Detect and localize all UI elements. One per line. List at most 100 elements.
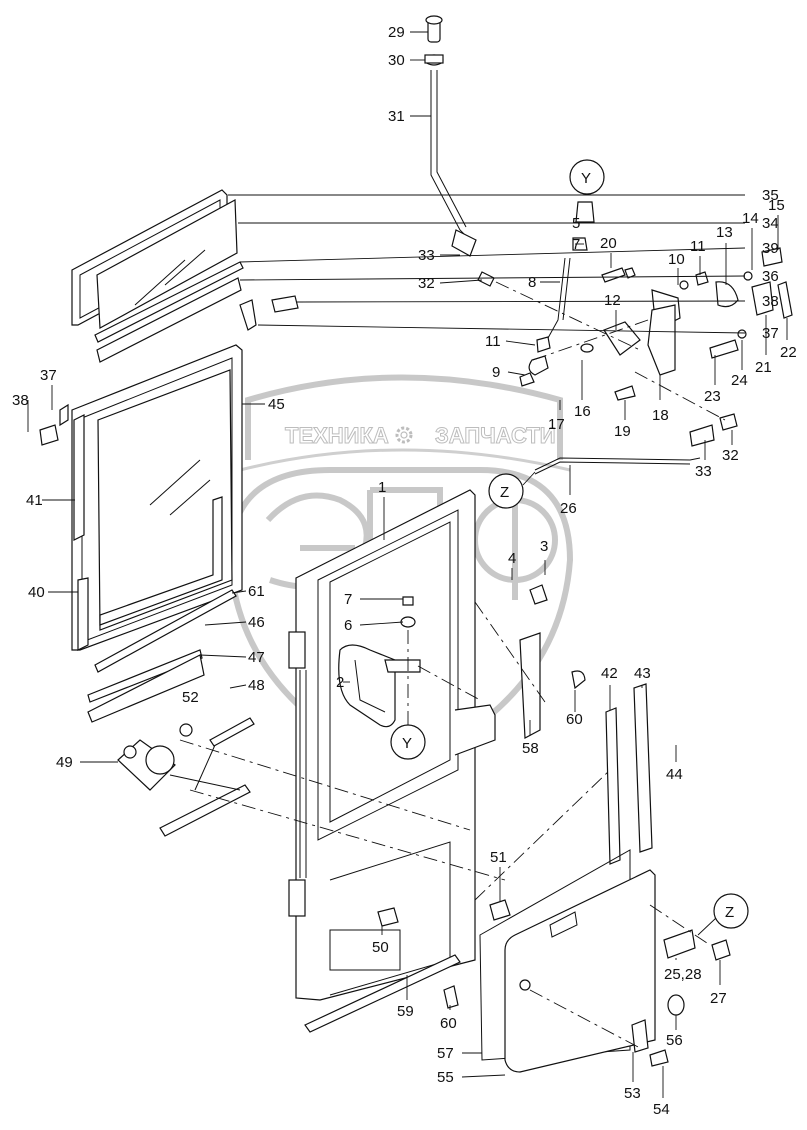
callout-number: 40 <box>28 584 45 601</box>
callout-18: 18 <box>652 375 669 424</box>
callout-31: 31 <box>388 108 431 125</box>
door-frame <box>288 489 496 1033</box>
callout-number: 13 <box>716 224 733 241</box>
callout-number: 36 <box>762 268 779 285</box>
channels <box>519 584 653 865</box>
detail-label-y-top: Y <box>581 170 591 187</box>
callout-11b: 11 <box>485 333 536 350</box>
callout-number: 21 <box>755 359 772 376</box>
callout-number: 2 <box>336 674 344 691</box>
callout-number: 38 <box>12 392 29 409</box>
callout-number: 34 <box>762 215 779 232</box>
callout-61: 61 <box>231 583 265 600</box>
callout-48: 48 <box>229 677 265 694</box>
callout-11a: 11 <box>690 238 706 275</box>
callout-13: 13 <box>716 224 733 285</box>
callout-45: 45 <box>242 396 285 413</box>
callout-number: 60 <box>440 1015 457 1032</box>
callout-number: 10 <box>668 251 685 268</box>
callout-number: 30 <box>388 52 405 69</box>
callout-10: 10 <box>668 251 685 285</box>
callout-33a: 33 <box>418 247 460 264</box>
callout-number: 16 <box>574 403 591 420</box>
callout-number: 43 <box>634 665 651 682</box>
callout-26: 26 <box>560 465 577 517</box>
callout-number: 15 <box>768 197 785 214</box>
callout-25-28: 25,28 <box>664 958 702 983</box>
callout-number: 24 <box>731 372 748 389</box>
callout-number: 39 <box>762 240 779 257</box>
callout-number: 41 <box>26 492 43 509</box>
callout-35: 35 <box>228 187 779 204</box>
callout-number: 48 <box>248 677 265 694</box>
callout-number: 53 <box>624 1085 641 1102</box>
callout-number: 47 <box>248 649 265 666</box>
callout-number: 23 <box>704 388 721 405</box>
callout-leader-line <box>204 621 247 626</box>
callout-55: 55 <box>437 1069 506 1086</box>
callout-number: 7 <box>344 591 352 608</box>
watermark-text-left: ТЕХНИКА <box>285 423 389 448</box>
callout-14: 14 <box>742 210 759 270</box>
callout-60a: 60 <box>566 690 583 728</box>
callout-number: 35 <box>762 187 779 204</box>
callout-57: 57 <box>437 1045 482 1062</box>
callout-number: 22 <box>780 344 797 361</box>
callout-number: 37 <box>40 367 57 384</box>
callout-number: 55 <box>437 1069 454 1086</box>
callout-number: 6 <box>344 617 352 634</box>
callout-number: 11 <box>690 238 706 255</box>
detail-label-z-bottom: Z <box>725 904 734 921</box>
callout-number: 33 <box>418 247 435 264</box>
callout-number: 42 <box>601 665 618 682</box>
callout-number: 14 <box>742 210 759 227</box>
callout-53: 53 <box>624 1052 641 1102</box>
callout-leader-line <box>239 247 746 263</box>
callout-1: 1 <box>378 479 386 540</box>
callout-32a: 32 <box>418 275 483 292</box>
watermark-text-right: ЗАПЧАСТИ <box>435 423 556 448</box>
callout-number: 18 <box>652 407 669 424</box>
callout-number: 11 <box>485 333 501 350</box>
callout-number: 17 <box>548 416 565 433</box>
callout-number: 60 <box>566 711 583 728</box>
callout-number: 56 <box>666 1032 683 1049</box>
callout-12: 12 <box>604 292 621 330</box>
callout-51: 51 <box>490 849 507 902</box>
assembly-lines <box>179 281 726 1049</box>
callout-leader-line <box>257 324 746 334</box>
callout-number: 37 <box>762 325 779 342</box>
callout-30: 30 <box>388 52 425 69</box>
callout-number: 61 <box>248 583 265 600</box>
callout-21: 21 <box>755 315 772 376</box>
callout-52: 52 <box>182 689 199 706</box>
callout-5: 5 <box>572 215 591 232</box>
callout-number: 58 <box>522 740 539 757</box>
callout-number: 3 <box>540 538 548 555</box>
callout-59: 59 <box>397 975 414 1020</box>
callout-leader-line <box>199 654 247 658</box>
rod-knob-assembly <box>424 15 495 287</box>
detail-markers: Y Y Z Z <box>390 159 749 936</box>
callout-50: 50 <box>372 925 389 956</box>
callout-17: 17 <box>548 400 565 433</box>
callout-number: 20 <box>600 235 617 252</box>
callout-8: 8 <box>528 274 560 291</box>
callout-27: 27 <box>710 960 727 1007</box>
callout-leader-line <box>359 621 404 626</box>
callout-2: 2 <box>336 674 350 691</box>
callout-number: 33 <box>695 463 712 480</box>
callout-60b: 60 <box>440 1005 457 1032</box>
callout-47: 47 <box>199 649 265 666</box>
callout-number: 7 <box>572 236 580 253</box>
callout-44: 44 <box>666 745 683 783</box>
callout-6: 6 <box>344 617 404 634</box>
callout-leader-line <box>439 279 483 284</box>
callout-number: 46 <box>248 614 265 631</box>
callout-leader-line <box>505 340 536 346</box>
callout-number: 51 <box>490 849 507 866</box>
callout-number: 27 <box>710 990 727 1007</box>
callout-number: 57 <box>437 1045 454 1062</box>
callout-16: 16 <box>574 360 591 420</box>
